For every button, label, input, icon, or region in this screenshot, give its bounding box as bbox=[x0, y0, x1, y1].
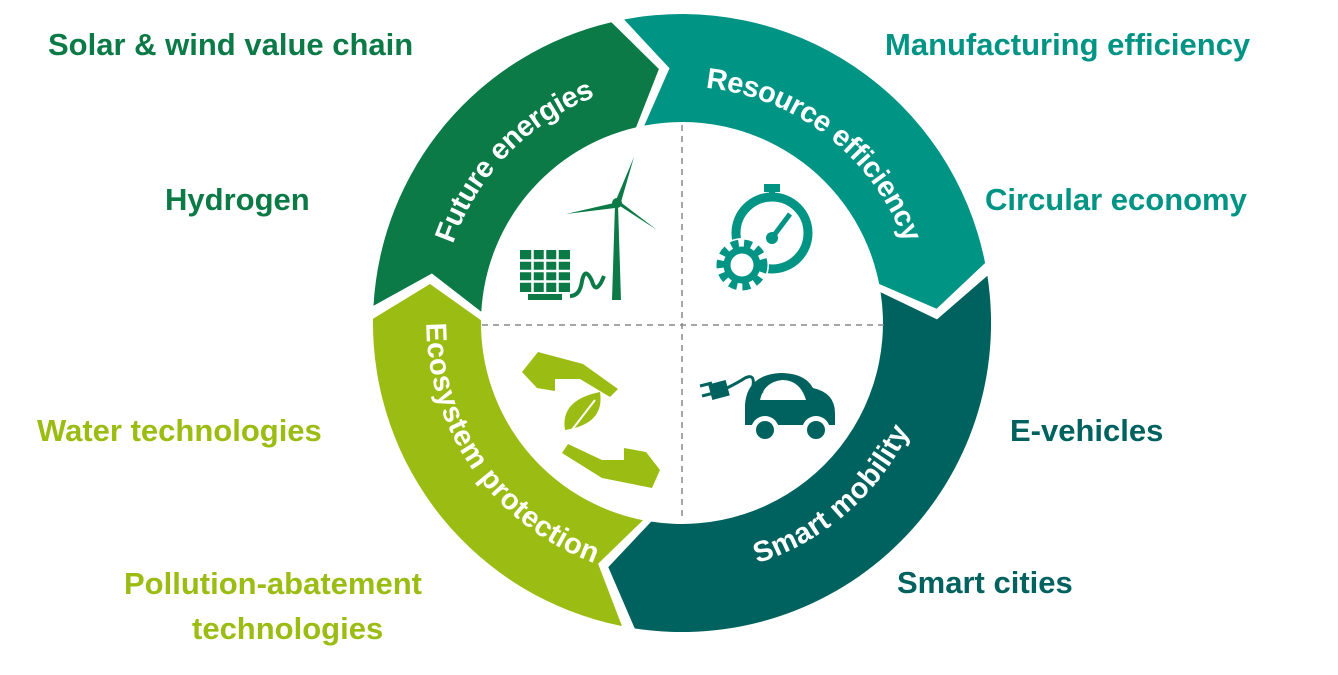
label-pollution-2: technologies bbox=[192, 611, 384, 646]
segment-ecosystem bbox=[372, 284, 643, 627]
label-manufacturing: Manufacturing efficiency bbox=[885, 27, 1251, 62]
label-hydrogen: Hydrogen bbox=[165, 182, 310, 217]
segment-future bbox=[373, 22, 659, 312]
segment-mobility bbox=[608, 275, 992, 633]
label-pollution-1: Pollution-abatement bbox=[124, 566, 422, 601]
label-solar-wind: Solar & wind value chain bbox=[48, 27, 414, 62]
label-circular: Circular economy bbox=[985, 182, 1247, 217]
label-evehicles: E-vehicles bbox=[1010, 413, 1164, 448]
stopwatch-gear-icon bbox=[715, 184, 813, 292]
hands-leaf-icon bbox=[522, 352, 660, 488]
electric-car-icon bbox=[699, 373, 835, 444]
segment-resource bbox=[624, 14, 986, 309]
label-water: Water technologies bbox=[37, 413, 322, 448]
label-smart-cities: Smart cities bbox=[897, 565, 1073, 600]
wind-solar-icon bbox=[520, 157, 657, 300]
